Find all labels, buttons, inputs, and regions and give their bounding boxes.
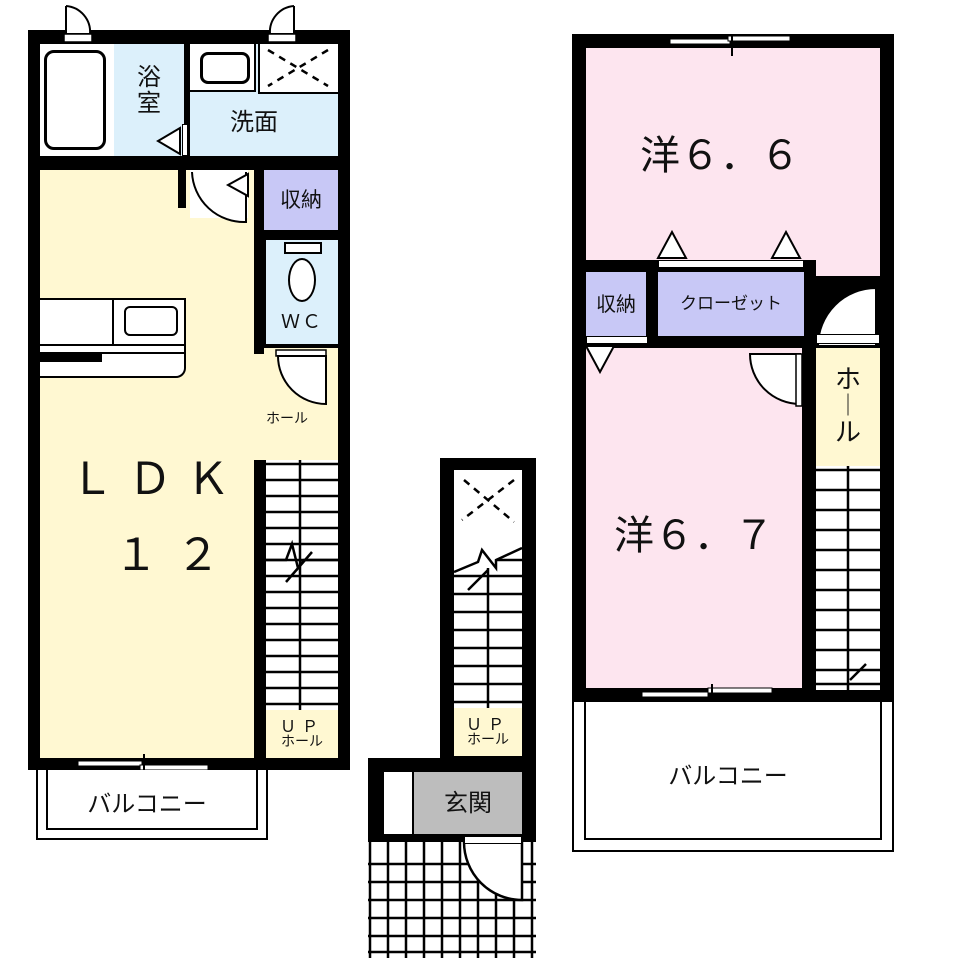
hall-wall-2 xyxy=(802,348,814,702)
closet-door-icons xyxy=(656,229,802,259)
balcony-2-label: バルコニー xyxy=(668,761,788,790)
room-western-6-7: 洋６．７ xyxy=(586,348,802,688)
floor-2-stairs-icon xyxy=(816,466,880,690)
balcony-2-inner-rail xyxy=(584,702,882,840)
up-label: ＵＰ xyxy=(279,716,324,736)
storage-2-label: 収納 xyxy=(596,292,636,316)
toilet-bowl-icon xyxy=(288,258,316,302)
ldk-partition-stub xyxy=(178,156,186,208)
kitchen-counter-line xyxy=(40,344,186,346)
room-6-7-label: 洋６．７ xyxy=(614,513,774,559)
room-ldk xyxy=(40,170,258,758)
bathroom-window-door-icon xyxy=(63,5,93,43)
storage-label: 収納 xyxy=(280,188,322,213)
bathroom-door-icon xyxy=(156,126,181,156)
washing-machine-x-icon xyxy=(267,48,329,88)
porch-tile-grid xyxy=(368,840,536,958)
hall-door-track xyxy=(816,334,880,344)
wc-label: ＷＣ xyxy=(280,310,323,333)
room-storage-2: 収納 xyxy=(586,272,646,336)
entrance-up-hall: ＵＰ ホール xyxy=(454,708,522,756)
room-western-6-6: 洋６．６ xyxy=(586,48,880,276)
hall-2-label-1: ホ xyxy=(834,365,861,396)
room-storage: 収納 xyxy=(264,170,338,232)
up-hall-area: ＵＰ ホール xyxy=(266,710,338,758)
toilet-tank-icon xyxy=(284,242,322,254)
entrance-stairs-icon xyxy=(453,528,523,728)
hall-2-label-2: ｜ xyxy=(836,393,859,419)
up-hall-label: ホール xyxy=(281,734,323,751)
entrance-plan: ＵＰ ホール 玄関 xyxy=(368,458,536,958)
shoe-cabinet xyxy=(384,772,412,834)
genkan-label: 玄関 xyxy=(444,788,492,817)
stairs-wall xyxy=(254,460,266,758)
bathroom-label-2: 室 xyxy=(137,89,161,117)
room-genkan: 玄関 xyxy=(414,772,522,834)
ldk-size-label: １２ xyxy=(114,530,238,581)
kitchen-counter-line-2 xyxy=(40,352,186,354)
entrance-hall-label: ホール xyxy=(467,732,509,749)
storage-door-icon-lower xyxy=(584,345,616,375)
ldk-label: ＬＤＫ xyxy=(70,454,244,505)
washroom-door-swing-icon xyxy=(191,171,249,224)
washroom-label: 洗面 xyxy=(230,107,278,136)
room-6-6-door-icon xyxy=(816,286,877,347)
washbasin-icon xyxy=(200,52,250,84)
stairwell-x-icon xyxy=(461,479,515,523)
hall-label: ホール xyxy=(266,411,308,427)
bathroom-door-jamb xyxy=(182,124,188,156)
entrance-up-label: ＵＰ xyxy=(465,714,510,734)
kitchen-sink-icon xyxy=(124,306,178,336)
floor-2-plan: 洋６．６ 収納 クローゼット 洋６．７ ホ ｜ ル xyxy=(572,34,894,706)
wc-door-swing-icon xyxy=(275,349,327,406)
bathtub-icon xyxy=(44,50,106,150)
floor-1-balcony: バルコニー xyxy=(36,770,268,840)
washroom-top-door-icon xyxy=(267,5,297,43)
floor-1-plan: 浴 室 洗面 収納 ＷＣ xyxy=(28,5,350,778)
room-6-6-label: 洋６．６ xyxy=(640,133,800,179)
stairs-icon xyxy=(266,460,338,710)
room-closet: クローゼット xyxy=(658,272,804,336)
room-6-6-window-icon xyxy=(669,34,791,56)
floor-2-balcony: バルコニー xyxy=(572,702,894,852)
room-hall-2: ホ ｜ ル xyxy=(816,348,880,466)
hall-2-label-3: ル xyxy=(834,418,861,449)
room-6-7-door-icon xyxy=(748,353,803,407)
closet-label: クローゼット xyxy=(680,293,782,314)
closet-door-track xyxy=(658,260,804,268)
kitchen-stove-divider xyxy=(112,298,114,344)
bathroom-label-1: 浴 xyxy=(137,62,161,91)
entrance-door-icon[interactable] xyxy=(464,836,522,844)
kitchen-counter-bar xyxy=(40,354,102,362)
balcony-1-label: バルコニー xyxy=(87,789,207,818)
balcony-1-inner-rail xyxy=(46,770,258,830)
storage-door-track xyxy=(586,336,648,344)
